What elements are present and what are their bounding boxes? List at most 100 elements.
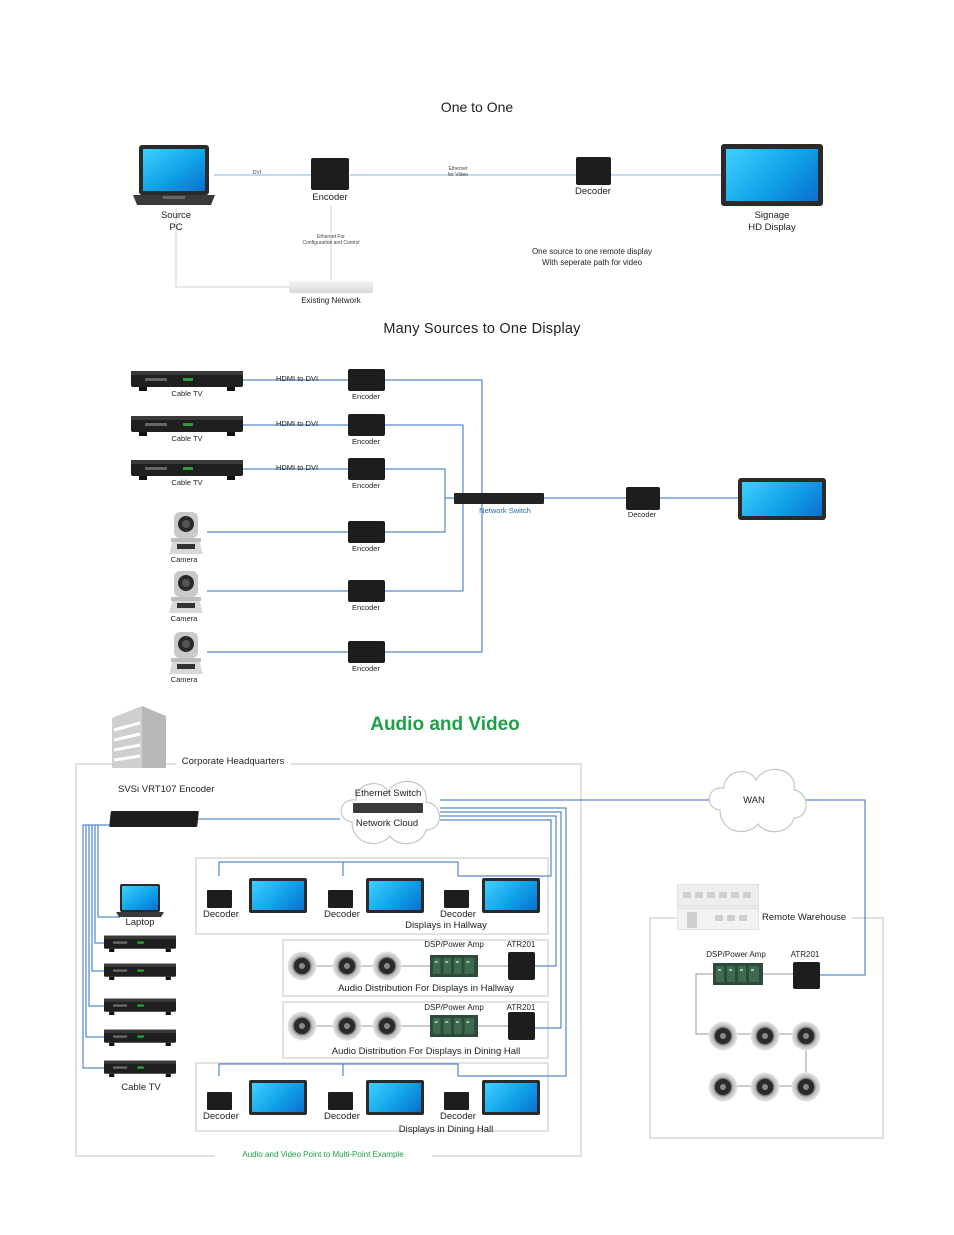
audio-hallway-caption: Audio Distribution For Displays in Hallw… xyxy=(338,983,514,994)
cable-tv-label: Cable TV xyxy=(171,389,203,398)
note-line-1: One source to one remote display xyxy=(531,247,653,256)
cable-tv-box xyxy=(104,997,176,1015)
hallway-decoder-label: Decoder xyxy=(324,909,360,920)
hallway-display xyxy=(249,878,307,913)
dsp-power-amp xyxy=(713,963,763,985)
ethernet-video-label: Ethernet xyxy=(448,166,468,172)
ceiling-speaker-icon xyxy=(287,951,317,981)
ceiling-speaker-icon xyxy=(332,1011,362,1041)
footer-caption: Audio and Video Point to Multi-Point Exa… xyxy=(242,1150,404,1159)
display-label-2: HD Display xyxy=(748,222,796,233)
ceiling-speaker-icon xyxy=(708,1021,738,1051)
atr201-box xyxy=(793,962,820,989)
cable-tv-box xyxy=(104,1059,176,1077)
laptop-small-icon xyxy=(116,884,164,917)
camera-icon xyxy=(165,510,207,554)
source-label-2: PC xyxy=(169,222,183,233)
ceiling-speaker-icon xyxy=(750,1021,780,1051)
hallway-decoder-label: Decoder xyxy=(440,909,476,920)
ceiling-speaker-icon xyxy=(287,1011,317,1041)
dining-decoder-label: Decoder xyxy=(203,1111,239,1122)
encoder-box xyxy=(348,458,385,480)
audio-hallway-amp-label: DSP/Power Amp xyxy=(424,940,484,949)
ethernet-video-label-2: for Video xyxy=(448,172,468,178)
camera-label: Camera xyxy=(170,614,198,623)
cable-tv-label: Cable TV xyxy=(171,478,203,487)
config-label: Ethernet For xyxy=(317,234,345,240)
encoder-label: Encoder xyxy=(352,544,380,553)
network-switch-icon xyxy=(289,281,373,293)
wan-label: WAN xyxy=(743,795,765,806)
dining-decoder-box xyxy=(444,1092,469,1110)
network-cloud-label: Network Cloud xyxy=(355,818,419,829)
source-label: Source xyxy=(160,210,192,221)
cable-tv-box xyxy=(131,458,243,480)
ceiling-speaker-icon xyxy=(708,1072,738,1102)
camera-label: Camera xyxy=(170,555,198,564)
audio-dining-atr-label: ATR201 xyxy=(506,1003,536,1012)
hallway-decoder-box xyxy=(328,890,353,908)
hallway-decoder-label: Decoder xyxy=(203,909,239,920)
remote-atr-label: ATR201 xyxy=(790,950,820,959)
decoder-box-2 xyxy=(626,487,660,510)
remote-warehouse-label: Remote Warehouse xyxy=(762,912,847,923)
vrt107-encoder xyxy=(109,811,199,827)
network-switch-label: Network Switch xyxy=(479,506,531,515)
encoder-label: Encoder xyxy=(352,664,380,673)
encoder-box xyxy=(348,641,385,663)
dvi-label: DVI xyxy=(252,170,262,176)
audio-dining-amp-label: DSP/Power Amp xyxy=(424,1003,484,1012)
encoder-box xyxy=(348,521,385,543)
section2-title: Many Sources to One Display xyxy=(383,321,581,337)
dining-display xyxy=(366,1080,424,1115)
hallway-caption: Displays in Hallway xyxy=(405,920,487,931)
signage-display xyxy=(721,144,823,206)
display-label: Signage xyxy=(754,210,790,221)
ceiling-speaker-icon xyxy=(332,951,362,981)
encoder-label: Encoder xyxy=(352,481,380,490)
encoder-label: Encoder xyxy=(312,192,348,203)
decoder-box xyxy=(576,157,611,185)
cable-tv-box xyxy=(104,1028,176,1046)
remote-amp-label: DSP/Power Amp xyxy=(706,950,766,959)
section3-title: Audio and Video xyxy=(370,714,520,735)
encoder-label: Encoder xyxy=(352,437,380,446)
hdmi-to-dvi-label: HDMI to DVI xyxy=(275,419,319,428)
hdmi-to-dvi-label: HDMI to DVI xyxy=(275,374,319,383)
hallway-display xyxy=(482,878,540,913)
audio-dining-caption: Audio Distribution For Displays in Dinin… xyxy=(331,1046,521,1057)
encoder-box xyxy=(348,414,385,436)
cable-tv-box xyxy=(104,934,176,952)
display-2 xyxy=(738,478,826,520)
warehouse-icon xyxy=(677,884,759,930)
encoder-box xyxy=(311,158,349,190)
building-icon xyxy=(112,706,166,768)
dining-decoder-label: Decoder xyxy=(324,1111,360,1122)
ceiling-speaker-icon xyxy=(791,1021,821,1051)
network-switch xyxy=(454,493,544,504)
wan-cloud-icon xyxy=(708,768,807,833)
laptop-icon xyxy=(133,145,215,205)
decoder-label-2: Decoder xyxy=(627,510,657,519)
encoder-label: Encoder xyxy=(352,603,380,612)
ethernet-switch xyxy=(353,803,423,813)
camera-label: Camera xyxy=(170,675,198,684)
cable-tv-label: Cable TV xyxy=(121,1082,161,1093)
dining-decoder-label: Decoder xyxy=(440,1111,476,1122)
hallway-decoder-box xyxy=(207,890,232,908)
hq-label: Corporate Headquarters xyxy=(181,756,285,767)
camera-icon xyxy=(165,630,207,674)
dsp-power-amp xyxy=(430,1015,478,1037)
audio-hallway-atr-label: ATR201 xyxy=(506,940,536,949)
hallway-display xyxy=(366,878,424,913)
ceiling-speaker-icon xyxy=(372,951,402,981)
ethernet-switch-label: Ethernet Switch xyxy=(354,788,422,799)
laptop-label: Laptop xyxy=(125,917,155,928)
hallway-decoder-box xyxy=(444,890,469,908)
dining-decoder-box xyxy=(328,1092,353,1110)
network-label: Existing Network xyxy=(301,296,361,305)
ceiling-speaker-icon xyxy=(791,1072,821,1102)
dsp-power-amp xyxy=(430,955,478,977)
